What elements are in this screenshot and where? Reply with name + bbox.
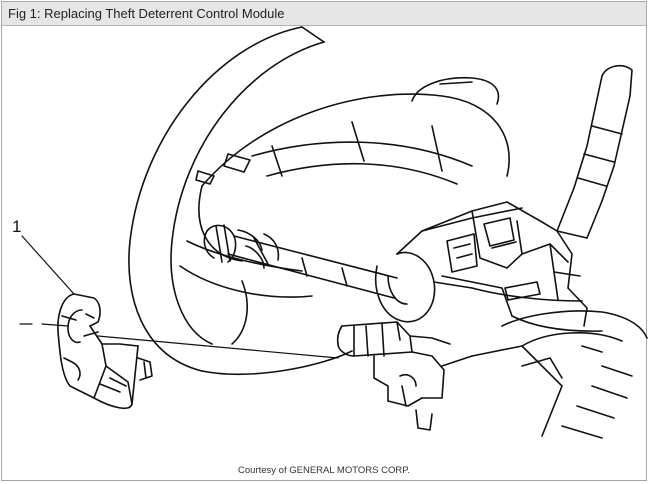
steering-shaft: [227, 235, 398, 299]
clockspring-housing: [471, 287, 648, 439]
switch-assembly: [421, 201, 588, 327]
ignition-switch-connector: [336, 321, 473, 431]
shaft-collar: [203, 224, 280, 269]
steering-wheel-rim: [128, 26, 353, 376]
theft-deterrent-module: [57, 293, 153, 410]
figure-title-bar: Fig 1: Replacing Theft Deterrent Control…: [2, 2, 646, 26]
steering-wheel-hub: [195, 76, 510, 262]
steering-wheel-spoke: [179, 240, 313, 345]
steering-column-illustration: 1: [12, 26, 648, 439]
callout-number: 1: [12, 217, 21, 236]
multifunction-stalk: [556, 64, 633, 239]
figure-credit: Courtesy of GENERAL MOTORS CORP.: [238, 465, 410, 476]
callout-leader: [21, 235, 75, 295]
alignment-line: [19, 323, 339, 359]
figure-title: Fig 1: Replacing Theft Deterrent Control…: [8, 6, 285, 21]
lock-housing: [375, 207, 523, 323]
